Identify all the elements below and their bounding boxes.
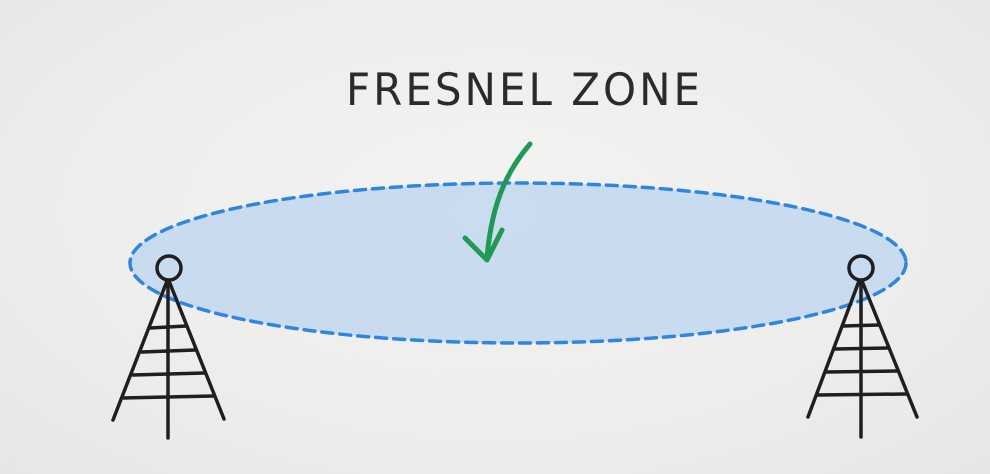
fresnel-zone-ellipse xyxy=(128,181,908,345)
right-tower-icon xyxy=(806,254,919,439)
curved-arrow-icon xyxy=(462,141,533,263)
diagram-title: FRESNEL ZONE xyxy=(346,63,704,116)
left-tower-icon xyxy=(111,254,226,440)
